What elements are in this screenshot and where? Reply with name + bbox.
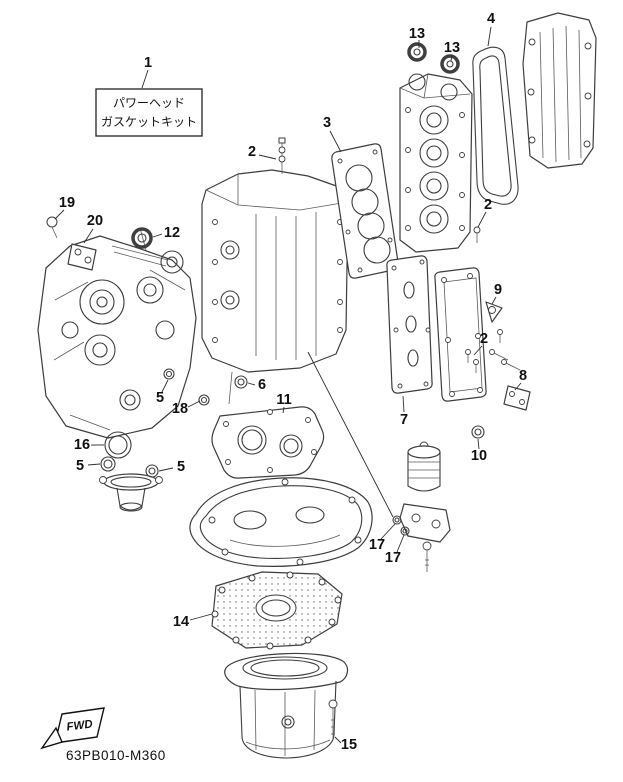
oil-seal-part-12 xyxy=(131,227,153,249)
cylinder-head-gasket xyxy=(331,143,399,279)
oring-part-6 xyxy=(234,375,248,389)
callouts: 1 13 13 4 3 2 2 19 20 12 9 2 8 5 6 18 11… xyxy=(59,11,527,753)
kit-label-box: パワーヘッド ガスケットキット xyxy=(95,88,203,137)
fwd-direction-marker: FWD xyxy=(40,707,105,750)
callout-7[interactable]: 7 xyxy=(400,412,408,428)
anode-part-9 xyxy=(485,301,503,343)
bolt-part-2-exhaust xyxy=(465,349,479,373)
crankcase-assembly xyxy=(37,216,197,439)
diagram-part-code: 63PB010-M360 xyxy=(66,748,166,763)
oil-seal-part-13 xyxy=(407,42,460,74)
bracket-part-20 xyxy=(67,243,97,271)
oil-pan-upper xyxy=(189,477,373,567)
oring-part-5a xyxy=(163,368,175,380)
callout-18[interactable]: 18 xyxy=(172,401,188,417)
callout-2-b[interactable]: 2 xyxy=(484,197,492,213)
cylinder-block xyxy=(201,137,349,405)
bolt-part-2-top xyxy=(278,137,286,174)
kit-label-line2: ガスケットキット xyxy=(101,115,197,129)
callout-12[interactable]: 12 xyxy=(164,225,180,241)
callout-11[interactable]: 11 xyxy=(276,392,291,408)
dipstick-tube xyxy=(228,371,233,405)
callout-5-b[interactable]: 5 xyxy=(76,458,84,474)
oil-pan-gasket xyxy=(211,571,343,650)
washer-part-17 xyxy=(392,515,410,536)
cylinder-head-cover xyxy=(522,12,597,169)
cover-plate-part-8 xyxy=(489,349,531,411)
oring-part-18 xyxy=(198,394,210,406)
leader-lines xyxy=(54,26,522,744)
callout-2-c[interactable]: 2 xyxy=(480,331,488,347)
pulley xyxy=(160,250,184,274)
ring-part-16 xyxy=(104,431,132,459)
kit-label-line1: パワーヘッド xyxy=(113,96,185,110)
callout-3[interactable]: 3 xyxy=(323,115,331,131)
callout-2-a[interactable]: 2 xyxy=(248,144,256,160)
head-cover-gasket xyxy=(472,46,519,205)
oring-part-5c xyxy=(145,464,159,478)
oring-part-5b xyxy=(100,456,116,472)
callout-4[interactable]: 4 xyxy=(487,11,495,27)
callout-1[interactable]: 1 xyxy=(144,55,152,71)
callout-6[interactable]: 6 xyxy=(258,377,266,393)
grommet-part-10 xyxy=(471,425,485,439)
callout-5-c[interactable]: 5 xyxy=(177,459,185,475)
oil-pan-lower xyxy=(224,652,349,759)
oil-strainer-assembly xyxy=(99,431,163,512)
callout-10[interactable]: 10 xyxy=(471,448,487,464)
callout-19[interactable]: 19 xyxy=(59,195,75,211)
callout-14[interactable]: 14 xyxy=(173,614,189,630)
callout-9[interactable]: 9 xyxy=(494,282,502,298)
callout-17-b[interactable]: 17 xyxy=(385,550,401,566)
fwd-arrow-icon xyxy=(40,726,63,750)
callout-17-a[interactable]: 17 xyxy=(369,537,385,553)
cylinder-head xyxy=(399,42,481,253)
callout-16[interactable]: 16 xyxy=(74,437,90,453)
callout-13-b[interactable]: 13 xyxy=(444,40,460,56)
oil-filter-assembly xyxy=(392,441,451,572)
callout-20[interactable]: 20 xyxy=(87,213,103,229)
bolt-part-2-head xyxy=(473,226,481,243)
fwd-label: FWD xyxy=(66,718,93,733)
exhaust-cover-gasket xyxy=(386,255,433,394)
exhaust-cover xyxy=(434,267,487,402)
callout-8[interactable]: 8 xyxy=(519,368,527,384)
bolt-part-15 xyxy=(328,699,338,740)
callout-13-a[interactable]: 13 xyxy=(409,26,425,42)
fitting-part-19 xyxy=(46,216,58,239)
callout-15[interactable]: 15 xyxy=(341,737,357,753)
callout-5-a[interactable]: 5 xyxy=(156,390,164,406)
oil-pump-gasket xyxy=(211,406,325,479)
